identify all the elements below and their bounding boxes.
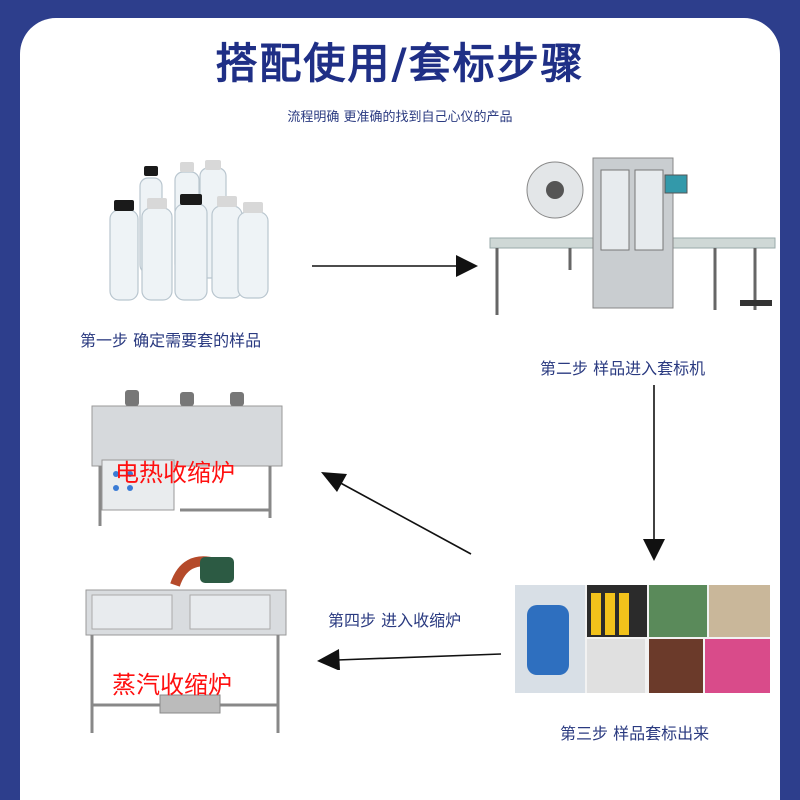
arrow-down-icon (643, 385, 665, 561)
step-3-label: 第三步 样品套标出来 (560, 724, 710, 743)
step-2-label: 第二步 样品进入套标机 (540, 359, 706, 378)
electric-shrink-furnace-image (91, 390, 283, 526)
labeled-products-image (515, 585, 770, 693)
arrow-right-icon (312, 255, 478, 277)
step-1-label: 第一步 确定需要套的样品 (80, 331, 262, 350)
steam-shrink-furnace-image (85, 556, 287, 733)
arrow-left-icon (317, 649, 502, 670)
bottles-image (109, 160, 269, 301)
steam-furnace-label: 蒸汽收缩炉 (112, 671, 232, 699)
sleeve-labeling-machine-image (489, 157, 776, 315)
electric-furnace-label: 电热收缩炉 (115, 459, 235, 487)
step-4-label: 第四步 进入收缩炉 (328, 611, 462, 630)
page-subtitle: 流程明确 更准确的找到自己心仪的产品 (287, 110, 513, 125)
arrow-up-left-icon (321, 472, 472, 555)
page-title: 搭配使用/套标步骤 (215, 39, 585, 88)
